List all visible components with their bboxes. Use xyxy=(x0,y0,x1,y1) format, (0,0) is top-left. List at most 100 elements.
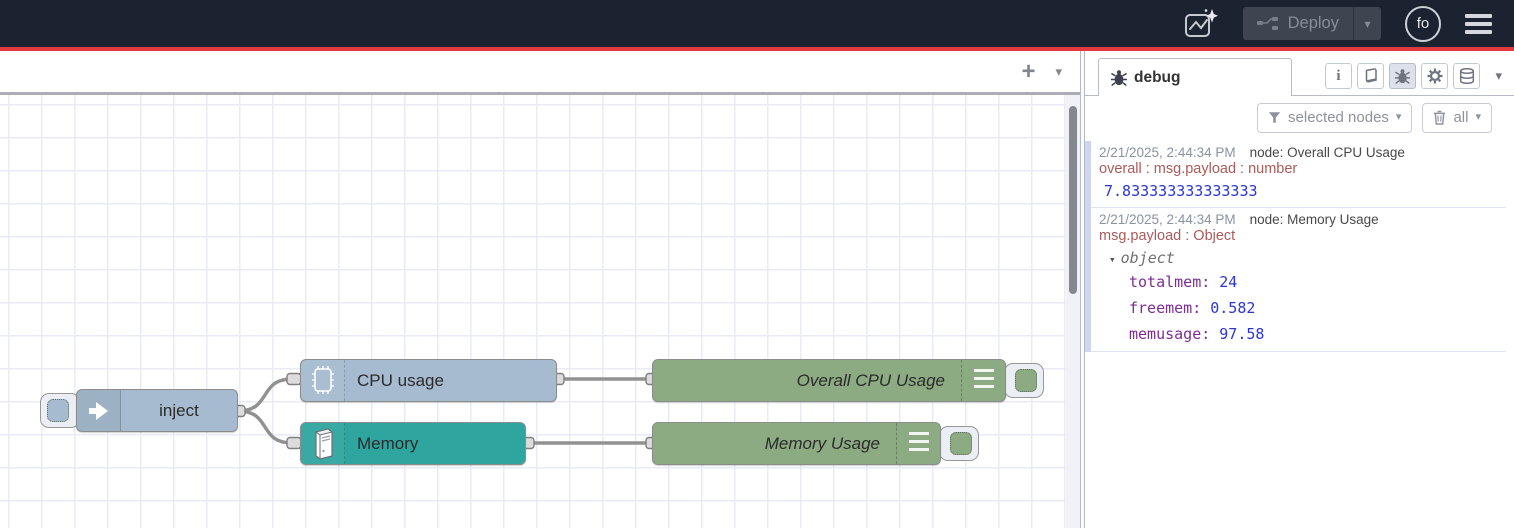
trash-icon xyxy=(1434,110,1446,125)
debug-message-meta: 2/21/2025, 2:44:34 PM node: Memory Usage xyxy=(1099,212,1500,227)
debug-filter-label: selected nodes xyxy=(1288,109,1389,126)
inject-trigger-inner xyxy=(47,399,69,422)
filter-funnel-icon xyxy=(1268,112,1281,123)
node-label: Memory Usage xyxy=(764,433,880,453)
debug-source-node[interactable]: node: Memory Usage xyxy=(1249,212,1379,227)
debug-message[interactable]: 2/21/2025, 2:44:34 PM node: Overall CPU U… xyxy=(1091,141,1506,208)
panel-resize-handle[interactable] xyxy=(1080,51,1085,528)
object-key: totalmem: xyxy=(1129,273,1211,291)
debug-list-icon xyxy=(973,368,994,393)
tab-help-button[interactable] xyxy=(1357,63,1384,89)
debug-icon-box xyxy=(896,423,940,464)
sidebar-tab-bar: debug i xyxy=(1085,51,1514,96)
caret-down-icon: ▾ xyxy=(1475,111,1481,123)
wire[interactable] xyxy=(236,409,294,445)
object-tree-entry[interactable]: memusage: 97.58 xyxy=(1099,321,1500,347)
cpu-chip-icon xyxy=(311,365,334,394)
info-icon: i xyxy=(1336,67,1341,84)
main-menu-button[interactable] xyxy=(1465,13,1492,34)
debug-toggle-inner xyxy=(950,432,972,455)
inject-icon-box xyxy=(77,390,121,431)
object-tree-root[interactable]: ▾ object xyxy=(1099,244,1500,269)
node-label: inject xyxy=(159,400,199,420)
object-tree-entry[interactable]: freemem: 0.582 xyxy=(1099,295,1500,321)
sidebar-icon-tabs: i xyxy=(1325,63,1480,89)
hamburger-icon xyxy=(1465,13,1492,18)
canvas-vertical-scrollbar[interactable] xyxy=(1066,95,1080,528)
node-label: CPU usage xyxy=(357,370,444,390)
gear-icon xyxy=(1427,68,1442,84)
node-label: Overall CPU Usage xyxy=(796,370,945,390)
debug-timestamp: 2/21/2025, 2:44:34 PM xyxy=(1099,145,1236,160)
caret-down-icon: ▾ xyxy=(1364,16,1371,31)
inject-arrow-icon xyxy=(88,401,108,420)
debug-toggle-button[interactable] xyxy=(939,426,979,461)
tab-debug-button[interactable] xyxy=(1389,63,1416,89)
debug-list-icon xyxy=(908,431,929,456)
debug-property: overall : msg.payload : number xyxy=(1099,161,1298,177)
deploy-dropdown-button[interactable]: ▾ xyxy=(1353,7,1381,40)
debug-toolbar: selected nodes ▾ all ▾ xyxy=(1085,96,1514,139)
tab-debug[interactable]: debug xyxy=(1098,58,1292,96)
scrollbar-thumb[interactable] xyxy=(1069,106,1077,294)
object-key: freemem: xyxy=(1129,299,1202,317)
port[interactable] xyxy=(286,436,302,450)
node-inject[interactable]: inject xyxy=(76,389,238,432)
debug-filter-button[interactable]: selected nodes ▾ xyxy=(1257,102,1413,133)
debug-toggle-inner xyxy=(1015,369,1037,392)
debug-toggle-button[interactable] xyxy=(1004,363,1044,398)
object-root-label: object xyxy=(1120,249,1175,267)
debug-source-node[interactable]: node: Overall CPU Usage xyxy=(1249,145,1405,160)
deploy-button[interactable]: Deploy ▾ xyxy=(1242,7,1381,40)
add-flow-button[interactable]: + xyxy=(1021,57,1036,85)
ai-assistant-icon[interactable] xyxy=(1183,7,1219,41)
debug-message-list: 2/21/2025, 2:44:34 PM node: Overall CPU U… xyxy=(1085,141,1506,352)
flow-tab-bar: + ▾ xyxy=(0,51,1080,95)
node-memory[interactable]: Memory xyxy=(300,422,526,465)
debug-message-meta: 2/21/2025, 2:44:34 PM node: Overall CPU U… xyxy=(1099,145,1500,160)
node-memory-usage[interactable]: Memory Usage xyxy=(652,422,941,465)
tab-debug-label: debug xyxy=(1134,68,1181,86)
header-accent-line xyxy=(0,47,1514,51)
wire[interactable] xyxy=(236,377,294,413)
inject-trigger-button[interactable] xyxy=(40,393,80,428)
bug-icon xyxy=(1395,69,1410,84)
node-overall-cpu-usage[interactable]: Overall CPU Usage xyxy=(652,359,1006,402)
deploy-label: Deploy xyxy=(1287,14,1339,32)
avatar-label: fo xyxy=(1416,15,1430,32)
book-icon xyxy=(1365,68,1377,83)
debug-sidebar: debug i xyxy=(1085,51,1514,528)
port[interactable] xyxy=(286,372,302,386)
collapse-caret-icon[interactable]: ▾ xyxy=(1109,253,1116,266)
flow-editor: + ▾ xyxy=(0,51,1080,528)
debug-clear-label: all xyxy=(1453,109,1469,126)
header-bar: Deploy ▾ fo xyxy=(0,0,1514,47)
flow-list-caret-icon[interactable]: ▾ xyxy=(1055,63,1062,79)
tab-context-button[interactable] xyxy=(1453,63,1480,89)
object-value: 24 xyxy=(1219,273,1238,291)
tab-info-button[interactable]: i xyxy=(1325,63,1352,89)
node-cpu-usage[interactable]: CPU usage xyxy=(300,359,557,402)
debug-icon-box xyxy=(961,360,1005,401)
object-tree-entry[interactable]: totalmem: 24 xyxy=(1099,269,1500,295)
debug-clear-button[interactable]: all ▾ xyxy=(1422,102,1492,133)
user-avatar[interactable]: fo xyxy=(1405,5,1441,42)
object-value: 0.582 xyxy=(1210,299,1256,317)
debug-timestamp: 2/21/2025, 2:44:34 PM xyxy=(1099,212,1236,227)
sidebar-menu-caret-icon[interactable]: ▾ xyxy=(1495,68,1502,83)
tab-config-button[interactable] xyxy=(1421,63,1448,89)
deploy-icon xyxy=(1256,16,1279,31)
bug-icon xyxy=(1111,70,1127,86)
database-icon xyxy=(1459,68,1474,84)
node-label: Memory xyxy=(357,433,419,453)
caret-down-icon: ▾ xyxy=(1395,111,1402,123)
debug-property: msg.payload : Object xyxy=(1099,228,1236,244)
deploy-button-main[interactable]: Deploy xyxy=(1243,7,1353,40)
memory-icon-box xyxy=(301,423,345,464)
debug-value[interactable]: 7.833333333333333 xyxy=(1104,182,1258,200)
computer-tower-icon xyxy=(314,427,333,460)
object-key: memusage: xyxy=(1129,325,1211,343)
object-value: 97.58 xyxy=(1219,325,1265,343)
